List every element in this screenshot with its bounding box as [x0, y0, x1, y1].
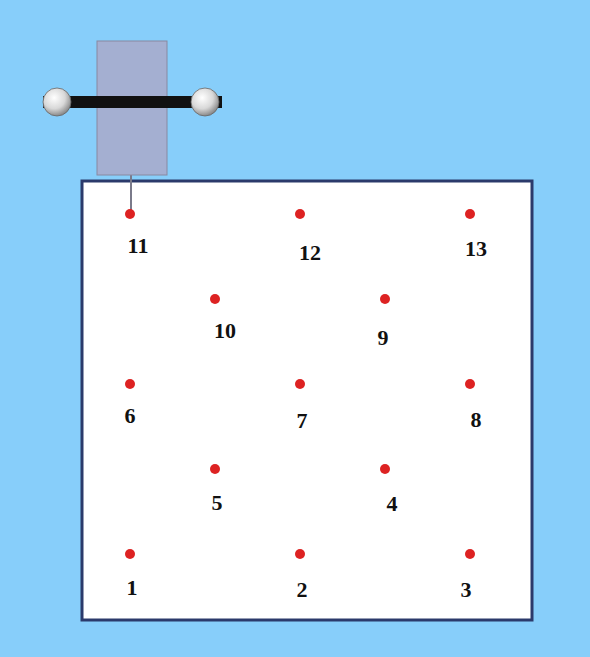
point-number: 4: [387, 493, 398, 515]
point-number: 3: [461, 579, 472, 601]
sphere: [191, 88, 219, 116]
point-number: 7: [297, 410, 308, 432]
point-number: 8: [471, 409, 482, 431]
point-number: 13: [465, 238, 487, 260]
suspension-fiber: [130, 175, 132, 211]
point-number: 11: [128, 235, 149, 257]
point-number: 9: [378, 327, 389, 349]
board: [82, 181, 532, 620]
point-number: 1: [127, 577, 138, 599]
measurement-points: [125, 209, 475, 559]
point-number: 6: [125, 405, 136, 427]
point-number: 10: [214, 320, 236, 342]
sphere: [43, 88, 71, 116]
point-number: 5: [212, 492, 223, 514]
point-number: 2: [297, 579, 308, 601]
point-number: 12: [299, 242, 321, 264]
